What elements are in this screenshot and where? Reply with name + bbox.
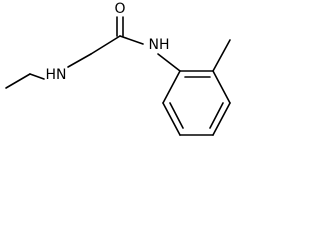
ring-bond-2 <box>212 70 231 104</box>
ring-bond-5 <box>162 102 181 136</box>
bond-lines <box>5 16 231 136</box>
ring-bond-6 <box>162 70 181 104</box>
bond-carbonyl-amide-n <box>119 35 144 45</box>
ring-inner-bond-c <box>169 102 184 129</box>
bond-ethyl-ch3-ch2 <box>5 73 31 89</box>
structure-canvas: O HN NH <box>0 0 246 150</box>
bond-amine-n-ch2 <box>67 53 92 68</box>
molecule-structure: O HN NH <box>5 1 231 136</box>
ring-bond-3 <box>212 102 231 136</box>
bond-amide-n-ring <box>157 53 181 72</box>
bond-ring-methyl <box>212 39 231 72</box>
atom-label-amide-nh: NH <box>149 37 170 53</box>
bond-ethyl-ch2-n <box>29 73 45 80</box>
ring-inner-bond-b <box>209 102 224 129</box>
atom-label-amine-nh: HN <box>46 67 67 83</box>
atom-label-oxygen: O <box>114 1 125 17</box>
bond-ch2-carbonyl <box>90 35 121 55</box>
